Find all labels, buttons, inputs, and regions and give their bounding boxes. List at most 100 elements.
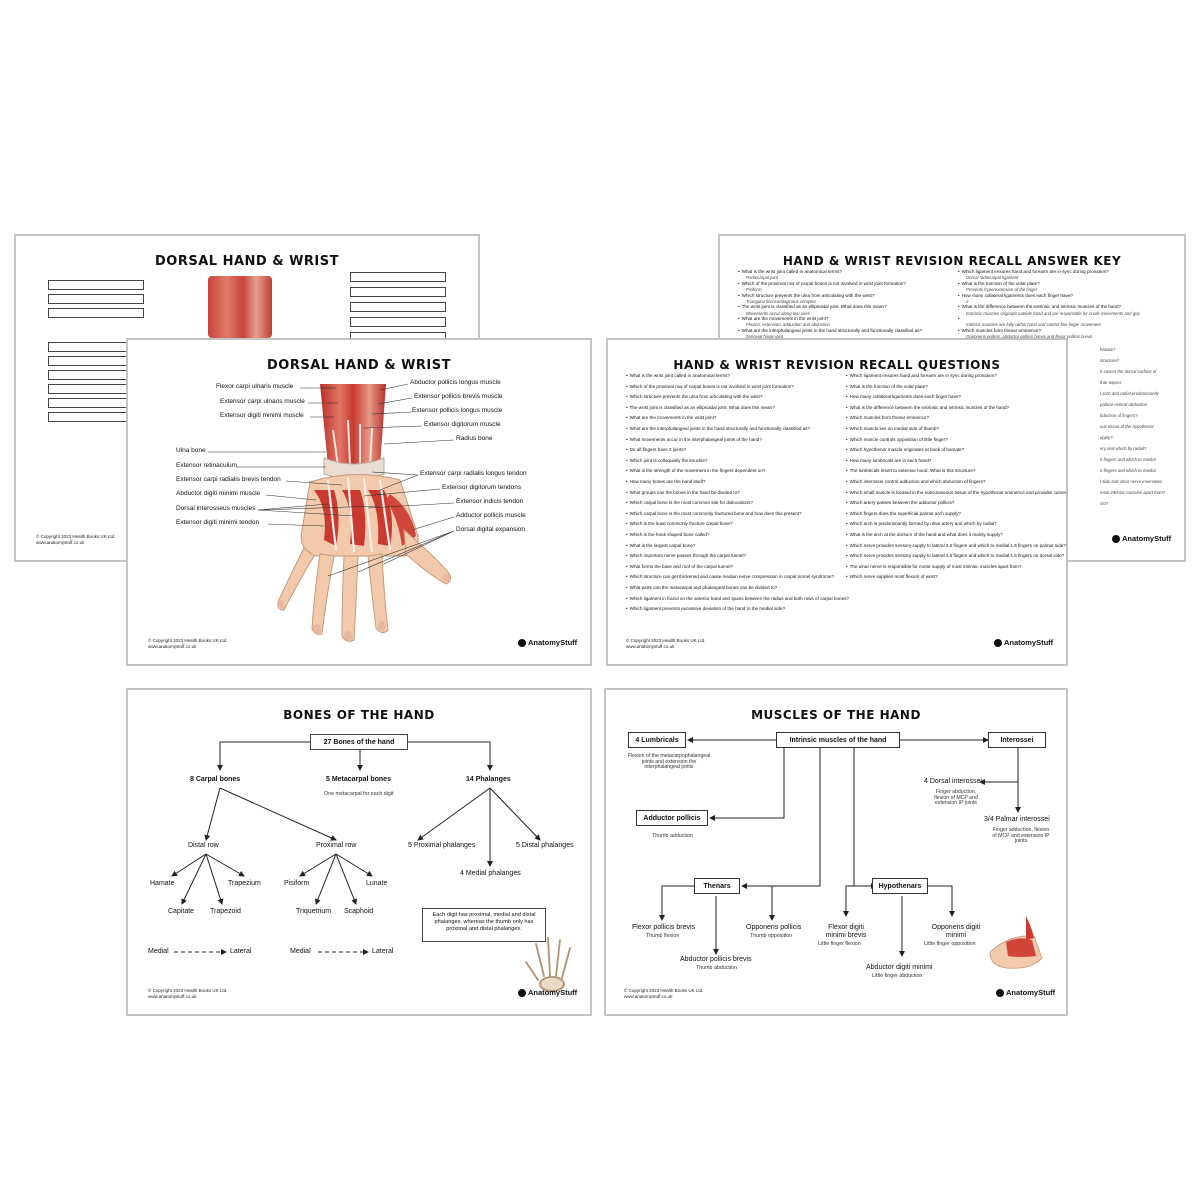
anatomy-label: Extensor carpi radialis longus tendon (420, 470, 527, 477)
forearm-muscle-image (208, 276, 272, 338)
forearm-muscles (320, 384, 386, 466)
question-item: How many bones are the hand itself? (626, 479, 706, 485)
root-node[interactable]: 27 Bones of the hand (310, 734, 408, 750)
metacarpal-bones-node[interactable]: 5 Metacarpal bones (326, 776, 391, 783)
question-item: Which ligament ensures hand and forearm … (846, 373, 997, 379)
question-item: What parts can the metacarpal and phalan… (626, 585, 778, 591)
thenars-node[interactable]: Thenars (694, 878, 740, 894)
muscles-tree-connectors (659, 737, 1043, 969)
answer-fragment: l arch and radial predominantly (1100, 391, 1159, 396)
triquetrium-node[interactable]: Triquetrium (296, 908, 332, 915)
carpal-bones-node[interactable]: 8 Carpal bones (190, 776, 241, 783)
answer-fragment: ous tissue of the hypothenar (1100, 424, 1154, 429)
pisiform-node[interactable]: Pisiform (284, 880, 310, 887)
blank-label-box[interactable] (350, 317, 446, 327)
phalanges-node[interactable]: 14 Phalanges (466, 776, 511, 783)
sheet-title: BONES OF THE HAND (283, 708, 435, 722)
flexor-pollicis-brevis-note: Thumb flexion (646, 933, 680, 939)
anatomy-label: Abductor pollicis longus muscle (410, 379, 501, 386)
blank-label-box[interactable] (350, 287, 446, 297)
adductor-pollicis-node[interactable]: Adductor pollicis (636, 810, 708, 826)
question-item: Which ligament prevents excessive deviat… (626, 607, 786, 612)
answer-fragment: 5 fingers and which to medial (1100, 457, 1156, 462)
sheet-title: HAND & WRIST REVISION RECALL QUESTIONS (673, 358, 1001, 372)
blank-label-box[interactable] (350, 272, 446, 282)
anatomy-label: Extensor carpi ulnaris muscle (220, 398, 305, 405)
answer-text: Intrinsic muscles are fully within hand … (966, 322, 1101, 328)
dorsal-interossei-node[interactable]: 4 Dorsal interossei (924, 778, 982, 785)
scaphoid-node[interactable]: Scaphoid (344, 908, 374, 915)
sheet-title: MUSCLES OF THE HAND (751, 708, 921, 722)
blank-label-box[interactable] (48, 294, 144, 304)
logo-icon (996, 988, 1004, 997)
hamate-node[interactable]: Hamate (150, 880, 175, 887)
opponens-digiti-minimi-node[interactable]: Opponens digiti minimi (931, 924, 981, 939)
sheet-title: HAND & WRIST REVISION RECALL ANSWER KEY (782, 254, 1122, 268)
anatomy-label: Extensor digitorum muscle (424, 421, 501, 428)
answer-fragment: most intrinsic muscles apart from? (1100, 490, 1166, 495)
question-item: How many lumbricals are in each hand? (846, 458, 932, 464)
trapezium-node[interactable]: Trapezium (228, 880, 261, 887)
question-item: Which joint is colloquially the knuckle? (626, 458, 708, 464)
question-item: Which of the proximal row of carpal bone… (626, 384, 794, 390)
question-item: How many collateral ligaments does each … (958, 293, 1073, 299)
lunate-node[interactable]: Lunate (366, 880, 388, 887)
question-item: The wrist joint is classified as an elli… (738, 305, 887, 310)
answer-fragment: h covers the dorsal surface of (1100, 369, 1157, 374)
opponens-digiti-minimi-note: Little finger opposition (924, 941, 976, 947)
capitate-node[interactable]: Capitate (168, 908, 195, 915)
hand-illustration (208, 383, 455, 642)
logo-icon (518, 988, 526, 997)
lateral-label: Lateral (230, 948, 252, 955)
hand-skeleton (525, 937, 571, 992)
question-item: What are the movements in the wrist join… (738, 317, 829, 322)
copyright: © Copyright 2023 Health Books UK Ltd.www… (148, 638, 228, 649)
proximal-row-node[interactable]: Proximal row (316, 842, 357, 849)
question-item: What groups can the bones in the hand be… (626, 490, 740, 496)
answer-fragment: hanate? (1100, 347, 1116, 352)
medial-label: Medial (148, 948, 169, 955)
distal-row-node[interactable]: Distal row (188, 842, 219, 849)
anatomy-label: Ulna bone (176, 447, 206, 454)
answer-fragment: thar aspect (1100, 380, 1122, 385)
blank-label-box[interactable] (48, 280, 144, 290)
flexor-pollicis-brevis-node[interactable]: Flexor pollicis brevis (632, 924, 696, 931)
anatomy-label: Dorsal interosseus muscles (176, 505, 256, 512)
question-item: Which of the proximal row of carpal bone… (738, 281, 906, 287)
bones-tree-connectors (171, 741, 571, 992)
question-item: Which carpal bone is the most commonly f… (626, 511, 802, 517)
question-item: Which important nerve passes through the… (626, 554, 746, 559)
distal-phalanges-node[interactable]: 5 Distal phalanges (516, 842, 574, 849)
hypothenars-node[interactable]: Hypothenars (872, 878, 928, 894)
blank-label-box[interactable] (350, 302, 446, 312)
root-node[interactable]: Intrinsic muscles of the hand (776, 732, 900, 748)
abductor-digiti-minimi-node[interactable]: Abductor digiti minimi (866, 964, 933, 971)
logo-icon (994, 638, 1002, 647)
question-item: Which ligament ensures hand and forearm … (958, 269, 1109, 275)
answer-text: Opponens pollicis, abductor pollicis bre… (966, 334, 1093, 340)
proximal-phalanges-node[interactable]: 5 Proximal phalanges (408, 842, 476, 849)
question-item: Which nerve supplies most flexors of wri… (846, 575, 938, 580)
dorsal-labelled-sheet: DORSAL HAND & WRIST (126, 338, 592, 666)
question-item: What are the movements in the wrist join… (626, 416, 717, 421)
question-item: Which structure prevents the ulna from a… (626, 395, 763, 400)
medial-phalanges-node[interactable]: 4 Medial phalanges (460, 870, 521, 877)
question-item: What is the function of the volar plate? (958, 281, 1040, 287)
answer-fragment: structure? (1100, 358, 1120, 363)
bones-sheet: BONES OF THE HAND (126, 688, 592, 1016)
question-item: Which muscles form thenar eminence? (958, 328, 1041, 334)
anatomystuff-logo: AnatomyStuff (996, 988, 1055, 997)
sheet-title: DORSAL HAND & WRIST (154, 254, 339, 269)
trapezoid-node[interactable]: Trapezoid (210, 908, 241, 915)
copyright: © Copyright 2023 Health Books UK Ltd.www… (626, 638, 706, 649)
opponens-pollicis-node[interactable]: Opponens pollicis (746, 924, 802, 931)
lumbricals-node[interactable]: 4 Lumbricals (628, 732, 686, 748)
abductor-pollicis-brevis-node[interactable]: Abductor pollicis brevis (680, 956, 752, 963)
anatomy-label: Extensor retinaculum (176, 462, 238, 469)
flexor-digiti-minimi-brevis-node[interactable]: Flexor digiti minimi brevis (825, 924, 867, 939)
blank-label-box[interactable] (48, 308, 144, 318)
palmar-interossei-node[interactable]: 3/4 Palmar interossei (984, 816, 1050, 823)
interossei-node[interactable]: Interossei (988, 732, 1046, 748)
question-item: Which is the least commonly fracture car… (626, 522, 733, 527)
answer-text: Prevents hyperextension of the finger (966, 287, 1038, 292)
